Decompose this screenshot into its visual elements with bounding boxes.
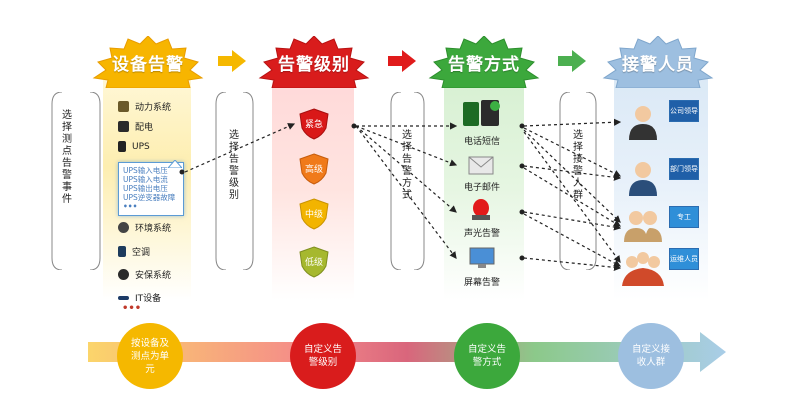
receiver-tag-ops[interactable]: 运维人员: [669, 248, 699, 270]
device-item-ups[interactable]: UPS: [118, 141, 150, 152]
device-item-aircon[interactable]: 空调: [118, 245, 150, 258]
burst-badge-icon: [428, 36, 540, 88]
popup-line[interactable]: UPS逆变器故障: [123, 193, 176, 202]
header-alarm-method: 告警方式: [426, 36, 542, 88]
burst-badge-icon: [602, 36, 714, 88]
security-icon: [118, 269, 129, 280]
arrow-right-icon: [388, 50, 416, 72]
right-bracket: [242, 92, 254, 270]
level-low[interactable]: 低级: [298, 246, 330, 278]
person-leader-icon: [629, 106, 657, 140]
burst-badge-icon: [92, 36, 204, 88]
device-item-it[interactable]: IT设备: [118, 291, 161, 304]
ups-icon: [118, 141, 126, 152]
arrow-right-icon: [558, 50, 586, 72]
header-label: 接警人员: [622, 54, 694, 75]
header-alarm-level: 告警级别: [256, 36, 372, 88]
ups-points-popup: UPS输入电压 UPS输入电流 UPS输出电压 UPS逆变器故障 •••: [118, 162, 184, 216]
device-item-security[interactable]: 安保系统: [118, 268, 171, 281]
shield-icon: [299, 246, 329, 278]
popup-pointer: [168, 160, 182, 168]
bracket-label-events: 选择测点告警事件: [62, 110, 72, 205]
device-item-power[interactable]: 动力系统: [118, 100, 171, 113]
bottom-step-receivers: 自定义接收人群: [618, 323, 684, 389]
monitor-icon[interactable]: [469, 247, 495, 269]
left-bracket: [215, 92, 227, 270]
shield-icon: [299, 198, 329, 230]
shield-icon: [299, 153, 329, 185]
level-urgent[interactable]: 紧急: [298, 108, 330, 140]
device-more: •••: [122, 303, 142, 314]
bracket-label-method: 选择告警方式: [402, 130, 412, 201]
popup-line[interactable]: UPS输出电压: [123, 184, 168, 193]
method-label-alarm: 声光告警: [463, 229, 500, 239]
email-icon[interactable]: [468, 154, 494, 176]
right-bracket: [585, 92, 597, 270]
popup-more: •••: [123, 202, 138, 211]
device-item-distribution[interactable]: 配电: [118, 120, 153, 133]
right-bracket: [89, 92, 101, 270]
burst-badge-icon: [258, 36, 370, 88]
popup-line[interactable]: UPS输入电压: [123, 166, 168, 175]
alarm-light-icon[interactable]: [470, 198, 492, 222]
device-item-environment[interactable]: 环境系统: [118, 221, 171, 234]
receiver-tag-engineer[interactable]: 专工: [669, 206, 699, 228]
person-manager-icon: [629, 162, 657, 196]
people-group-icon: [622, 252, 664, 286]
timeline-arrow: [88, 332, 726, 372]
header-receiver: 接警人员: [600, 36, 716, 88]
level-medium[interactable]: 中级: [298, 198, 330, 230]
bottom-step-method: 自定义告警方式: [454, 323, 520, 389]
bottom-step-device: 按设备及测点为单元: [117, 323, 183, 389]
people-group-icon: [624, 211, 662, 242]
bracket-label-receivers: 选择接警人群: [573, 130, 583, 201]
environment-icon: [118, 222, 129, 233]
phone-sms-icon[interactable]: [461, 98, 501, 130]
popup-line[interactable]: UPS输入电流: [123, 175, 168, 184]
aircon-icon: [118, 246, 126, 257]
header-device-alarm: 设备告警: [90, 36, 206, 88]
shield-icon: [299, 108, 329, 140]
header-label: 设备告警: [112, 54, 184, 75]
bottom-step-level: 自定义告警级别: [290, 323, 356, 389]
receiver-tag-company-leader[interactable]: 公司领导: [669, 100, 699, 122]
method-label-email: 电子邮件: [463, 183, 500, 193]
header-label: 告警级别: [278, 54, 350, 75]
method-label-sms: 电话短信: [463, 137, 500, 147]
power-system-icon: [118, 101, 129, 112]
distribution-icon: [118, 121, 129, 132]
receiver-tag-dept-leader[interactable]: 部门领导: [669, 158, 699, 180]
right-bracket: [413, 92, 425, 270]
level-high[interactable]: 高级: [298, 153, 330, 185]
it-device-icon: [118, 295, 129, 300]
method-label-screen: 屏幕告警: [463, 278, 500, 288]
left-bracket: [390, 92, 402, 270]
header-label: 告警方式: [448, 54, 520, 75]
bracket-label-level: 选择告警级别: [229, 130, 239, 201]
arrow-right-icon: [218, 50, 246, 72]
left-bracket: [51, 92, 63, 270]
